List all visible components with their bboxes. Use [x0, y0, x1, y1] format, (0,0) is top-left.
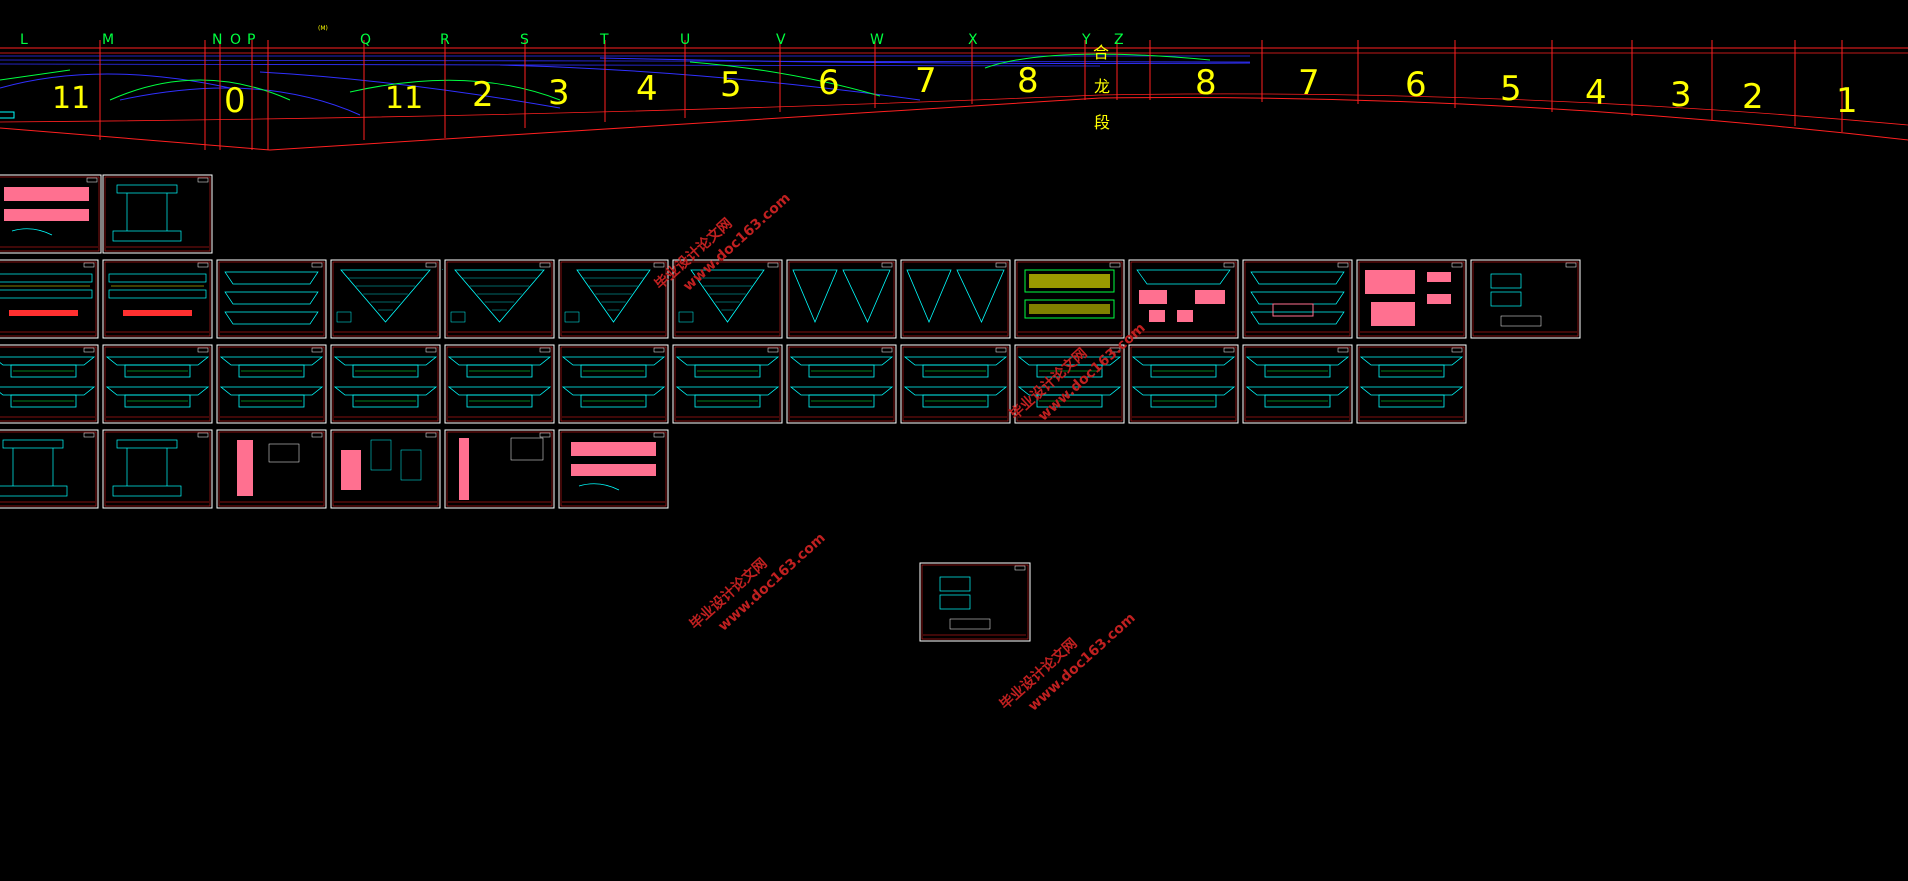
- grid-letter: T: [599, 32, 609, 48]
- grid-letter: M: [102, 32, 114, 48]
- drawing-sheet[interactable]: [1242, 344, 1353, 424]
- grid-letter: O: [230, 32, 241, 48]
- segment-number: 7: [1298, 63, 1320, 103]
- drawing-sheet[interactable]: [1356, 344, 1467, 424]
- drawing-sheet[interactable]: [0, 344, 99, 424]
- drawing-sheet[interactable]: [102, 174, 213, 254]
- grid-letter: Z: [1114, 32, 1124, 48]
- grid-letter: U: [680, 32, 690, 48]
- drawing-sheet[interactable]: [558, 429, 669, 509]
- grid-letter: N: [212, 32, 222, 48]
- drawing-sheet[interactable]: [672, 259, 783, 339]
- segment-number: 5: [1500, 69, 1522, 109]
- drawing-sheet[interactable]: [558, 344, 669, 424]
- segment-number: 3: [548, 73, 570, 113]
- segment-number: 2: [1742, 77, 1764, 117]
- drawing-sheet[interactable]: [919, 562, 1031, 642]
- drawing-sheet[interactable]: [1356, 259, 1467, 339]
- drawing-sheet[interactable]: [330, 429, 441, 509]
- drawing-sheet[interactable]: [0, 259, 99, 339]
- drawing-sheet[interactable]: [102, 344, 213, 424]
- drawing-sheet[interactable]: [330, 344, 441, 424]
- watermarks: 毕业设计论文网 www.doc163.com 毕业设计论文网 www.doc16…: [651, 190, 1148, 714]
- drawing-sheet[interactable]: [900, 344, 1011, 424]
- small-label: (M): [318, 25, 328, 32]
- drawing-sheet[interactable]: [1128, 344, 1239, 424]
- segment-number: 8: [1017, 61, 1039, 101]
- drawing-sheet[interactable]: [900, 259, 1011, 339]
- drawing-sheet[interactable]: [216, 429, 327, 509]
- segment-number: 6: [1405, 65, 1427, 105]
- drawing-sheet[interactable]: [330, 259, 441, 339]
- drawing-sheet[interactable]: [444, 429, 555, 509]
- drawing-sheet[interactable]: [0, 174, 102, 254]
- drawing-sheet[interactable]: [102, 429, 213, 509]
- drawing-sheet[interactable]: [1242, 259, 1353, 339]
- drawing-sheet[interactable]: [558, 259, 669, 339]
- drawing-sheet[interactable]: [444, 344, 555, 424]
- segment-number: 2: [472, 75, 494, 115]
- grid-letter: R: [440, 32, 450, 48]
- closure-char: 合: [1093, 43, 1109, 62]
- drawing-sheet[interactable]: [0, 429, 99, 509]
- drawing-sheet[interactable]: [786, 344, 897, 424]
- closure-char: 龙: [1094, 77, 1110, 96]
- grid-letter: X: [968, 32, 978, 48]
- drawing-sheet[interactable]: [216, 344, 327, 424]
- drawing-sheet[interactable]: [102, 259, 213, 339]
- drawing-sheets: [0, 174, 1581, 642]
- bridge-elevation-profile: L M N O P Q R S T U V W X Y Z (M) 11 0 1…: [0, 25, 1908, 272]
- drawing-sheet[interactable]: [1128, 259, 1239, 339]
- drawing-sheet[interactable]: [786, 259, 897, 339]
- drawing-sheet[interactable]: [1014, 259, 1125, 339]
- segment-number: 5: [720, 65, 742, 105]
- grid-letter: L: [20, 32, 28, 48]
- segment-number: 7: [915, 61, 937, 101]
- segment-number: 11: [385, 81, 423, 116]
- drawing-sheet[interactable]: [1470, 259, 1581, 339]
- segment-number: 1: [1836, 81, 1858, 121]
- drawing-sheet[interactable]: [444, 259, 555, 339]
- grid-letter: V: [776, 32, 786, 48]
- segment-number: 3: [1670, 75, 1692, 115]
- grid-letter: Y: [1081, 32, 1091, 48]
- segment-number: 11: [52, 81, 90, 116]
- segment-number: 8: [1195, 63, 1217, 103]
- drawing-sheet[interactable]: [672, 344, 783, 424]
- segment-number: 4: [1585, 73, 1607, 113]
- segment-number: 0: [224, 81, 246, 121]
- closure-char: 段: [1094, 113, 1110, 132]
- drawing-sheet[interactable]: [1014, 344, 1125, 424]
- segment-number: 4: [636, 69, 658, 109]
- segment-number: 6: [818, 63, 840, 103]
- grid-letter: W: [870, 32, 884, 48]
- grid-letter: P: [247, 32, 255, 48]
- drawing-sheet[interactable]: [216, 259, 327, 339]
- grid-letter: Q: [360, 32, 371, 48]
- grid-letter: S: [520, 32, 529, 48]
